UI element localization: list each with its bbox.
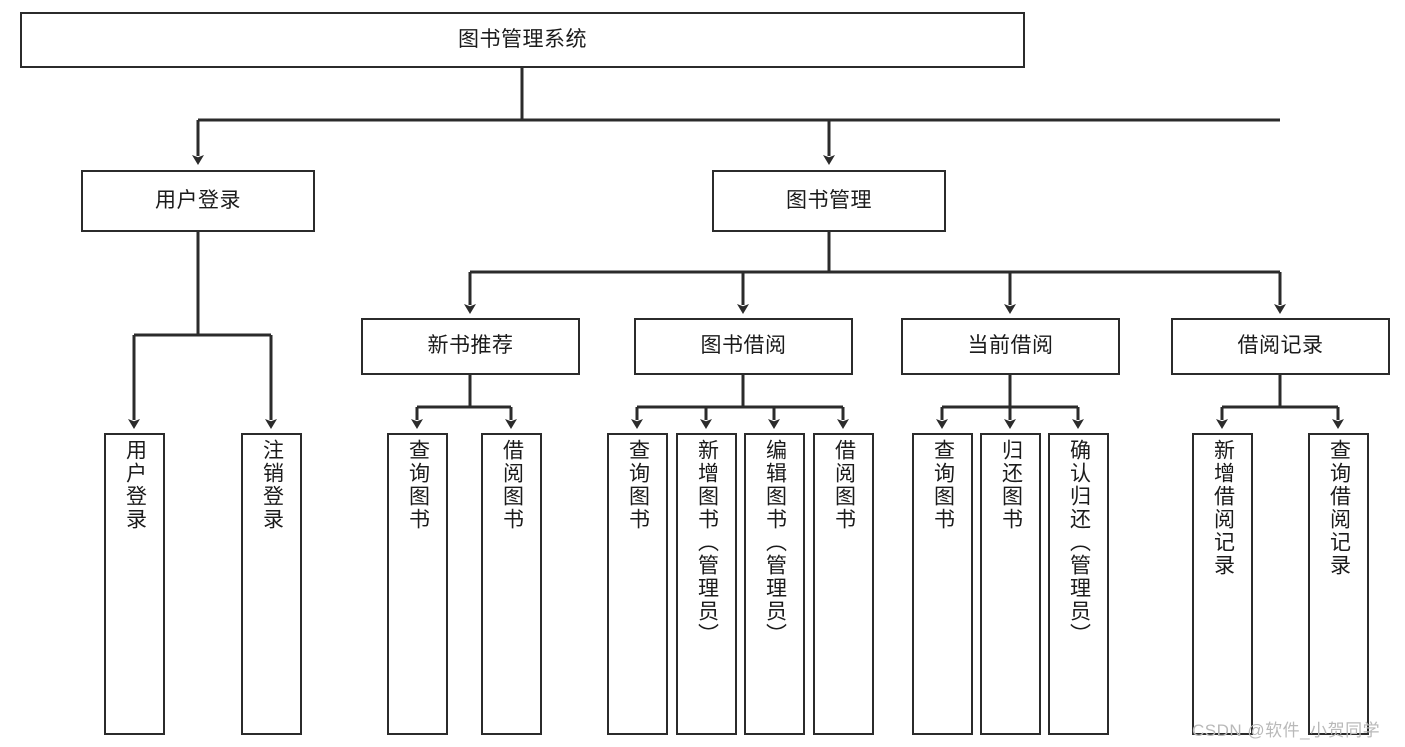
node-book-borrowing[interactable]: 图书借阅 (634, 318, 853, 375)
leaf-query-book-2[interactable]: 查询图书 (607, 433, 668, 735)
node-label: 归还图书 (999, 439, 1023, 531)
node-label: 用户登录 (155, 188, 241, 212)
node-label: 借阅图书 (500, 439, 524, 531)
node-label: 确认归还（管理员） (1067, 439, 1091, 646)
node-label: 注销登录 (260, 439, 284, 531)
watermark-csdn: CSDN @软件_小贺同学 (1192, 721, 1381, 740)
leaf-add-book-admin[interactable]: 新增图书（管理员） (676, 433, 737, 735)
leaf-logout[interactable]: 注销登录 (241, 433, 302, 735)
leaf-return-book[interactable]: 归还图书 (980, 433, 1041, 735)
node-label: 图书管理系统 (458, 27, 587, 51)
leaf-query-book-1[interactable]: 查询图书 (387, 433, 448, 735)
node-current-borrowing[interactable]: 当前借阅 (901, 318, 1120, 375)
node-label: 图书借阅 (700, 334, 787, 358)
leaf-borrow-book-2[interactable]: 借阅图书 (813, 433, 874, 735)
node-label: 当前借阅 (967, 334, 1054, 358)
node-label: 查询图书 (626, 439, 650, 531)
node-borrowing-record[interactable]: 借阅记录 (1171, 318, 1390, 375)
leaf-query-borrow-record[interactable]: 查询借阅记录 (1308, 433, 1369, 735)
node-new-book-recommendation[interactable]: 新书推荐 (361, 318, 580, 375)
leaf-borrow-book-1[interactable]: 借阅图书 (481, 433, 542, 735)
node-user-login[interactable]: 用户登录 (81, 170, 315, 232)
leaf-confirm-return-admin[interactable]: 确认归还（管理员） (1048, 433, 1109, 735)
leaf-add-borrow-record[interactable]: 新增借阅记录 (1192, 433, 1253, 735)
node-label: 新增借阅记录 (1211, 439, 1235, 577)
node-label: 借阅图书 (832, 439, 856, 531)
node-label: 图书管理 (786, 188, 872, 212)
node-label: 用户登录 (123, 439, 147, 531)
node-label: 查询图书 (406, 439, 430, 531)
leaf-edit-book-admin[interactable]: 编辑图书（管理员） (744, 433, 805, 735)
leaf-query-book-3[interactable]: 查询图书 (912, 433, 973, 735)
node-root-book-management-system[interactable]: 图书管理系统 (20, 12, 1025, 68)
node-label: 新书推荐 (427, 334, 514, 358)
node-book-management[interactable]: 图书管理 (712, 170, 946, 232)
node-label: 查询借阅记录 (1327, 439, 1351, 577)
node-label: 新增图书（管理员） (695, 439, 719, 646)
node-label: 查询图书 (931, 439, 955, 531)
node-label: 编辑图书（管理员） (763, 439, 787, 646)
leaf-user-login[interactable]: 用户登录 (104, 433, 165, 735)
node-label: 借阅记录 (1237, 334, 1324, 358)
